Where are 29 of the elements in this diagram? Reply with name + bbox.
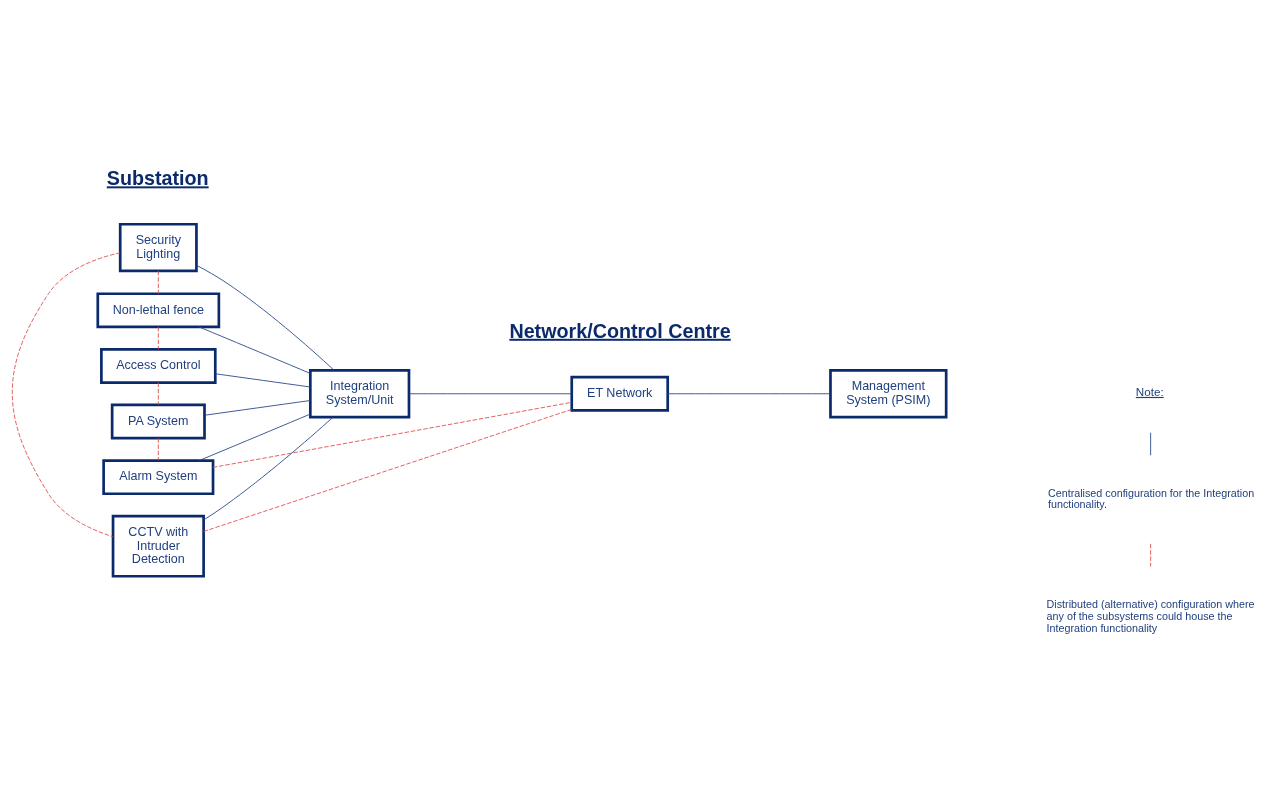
connector	[157, 270, 159, 295]
connector	[203, 409, 573, 532]
node-box: CCTV with Intruder Detection	[111, 514, 205, 578]
connector	[11, 252, 121, 538]
connector	[204, 400, 311, 416]
label: Network/Control Centre	[509, 319, 731, 342]
connector	[203, 416, 334, 521]
connector	[212, 401, 572, 468]
connector	[157, 437, 159, 461]
node-box: Access Control	[100, 348, 217, 384]
legend-label: Centralised configuration for the Integration functionality.	[1047, 486, 1255, 511]
label: Note:	[1135, 384, 1164, 398]
node-box: Non-lethal fence	[96, 292, 221, 329]
connector	[157, 326, 159, 350]
node-box: Integration System/Unit	[309, 369, 411, 419]
connector	[157, 382, 159, 406]
connector	[667, 393, 831, 395]
legend-label: Distributed (alternative) configuration where any of the subsystems could house the Integration functionality	[1046, 598, 1255, 634]
node-box: Management System (PSIM)	[829, 369, 948, 419]
connector	[408, 393, 572, 395]
connector	[196, 264, 335, 371]
connector	[198, 413, 311, 461]
node-box: PA System	[110, 403, 206, 440]
label: Substation	[106, 167, 209, 190]
node-box: ET Network	[570, 375, 670, 412]
connector	[214, 373, 311, 388]
connector	[198, 326, 311, 374]
node-box: Security Lighting	[118, 222, 198, 273]
node-box: Alarm System	[102, 459, 215, 496]
